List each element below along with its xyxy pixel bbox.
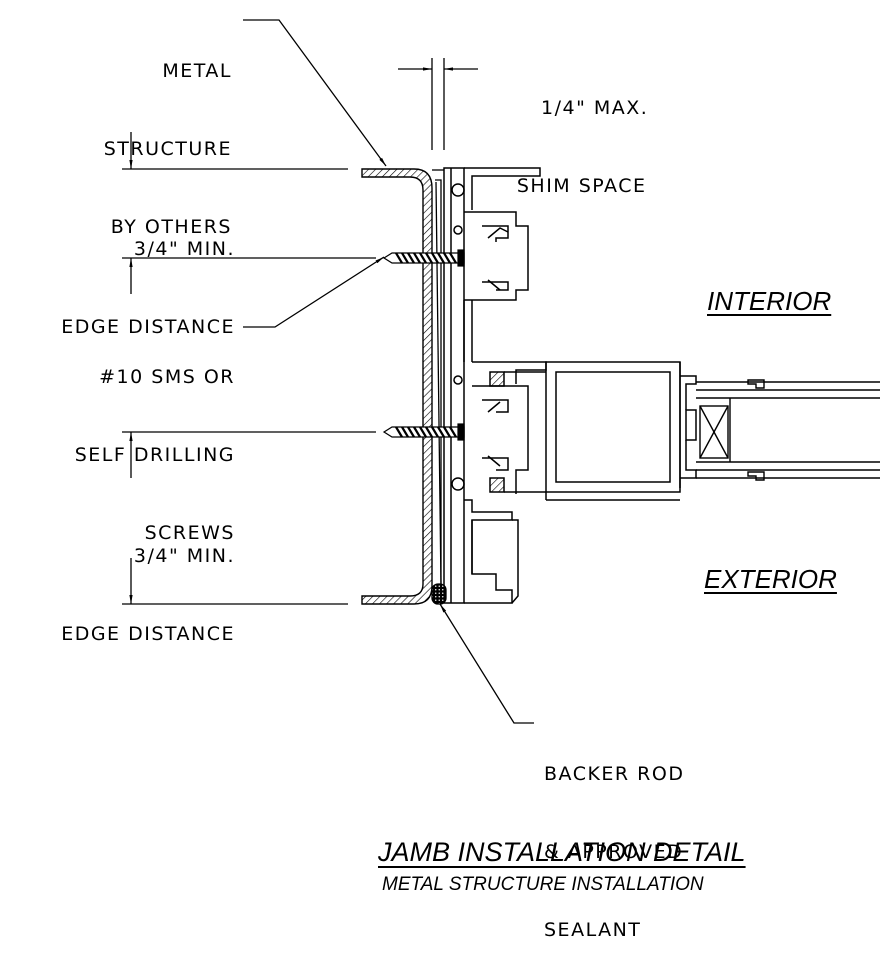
frame-extrusion [443,167,547,604]
bottom-edge-distance-label: 3/4" MIN. EDGE DISTANCE [61,545,235,645]
dimension-lines [122,67,478,605]
sash-frame [545,361,697,501]
shim-space [431,58,445,589]
jamb-detail-drawing [122,19,880,724]
metal-channel [361,168,433,605]
top-edge-distance-label: 3/4" MIN. EDGE DISTANCE [61,238,235,338]
screw-lower-icon [382,423,465,441]
detail-subtitle: METAL STRUCTURE INSTALLATION [382,874,704,895]
glazing-gasket [489,371,546,493]
leader-lines [243,19,534,724]
backer-rod-icon [431,583,447,605]
glazing-unit [696,379,880,481]
detail-title: JAMB INSTALLATION DETAIL [378,837,746,867]
shim-space-label: 1/4" MAX. SHIM SPACE [516,97,649,197]
metal-structure-label: METAL STRUCTURE BY OTHERS [103,60,232,238]
exterior-label: EXTERIOR [704,564,837,594]
interior-label: INTERIOR [707,286,832,316]
screw-upper-icon [382,249,465,267]
screws-label: #10 SMS OR SELF DRILLING SCREWS [74,366,235,544]
